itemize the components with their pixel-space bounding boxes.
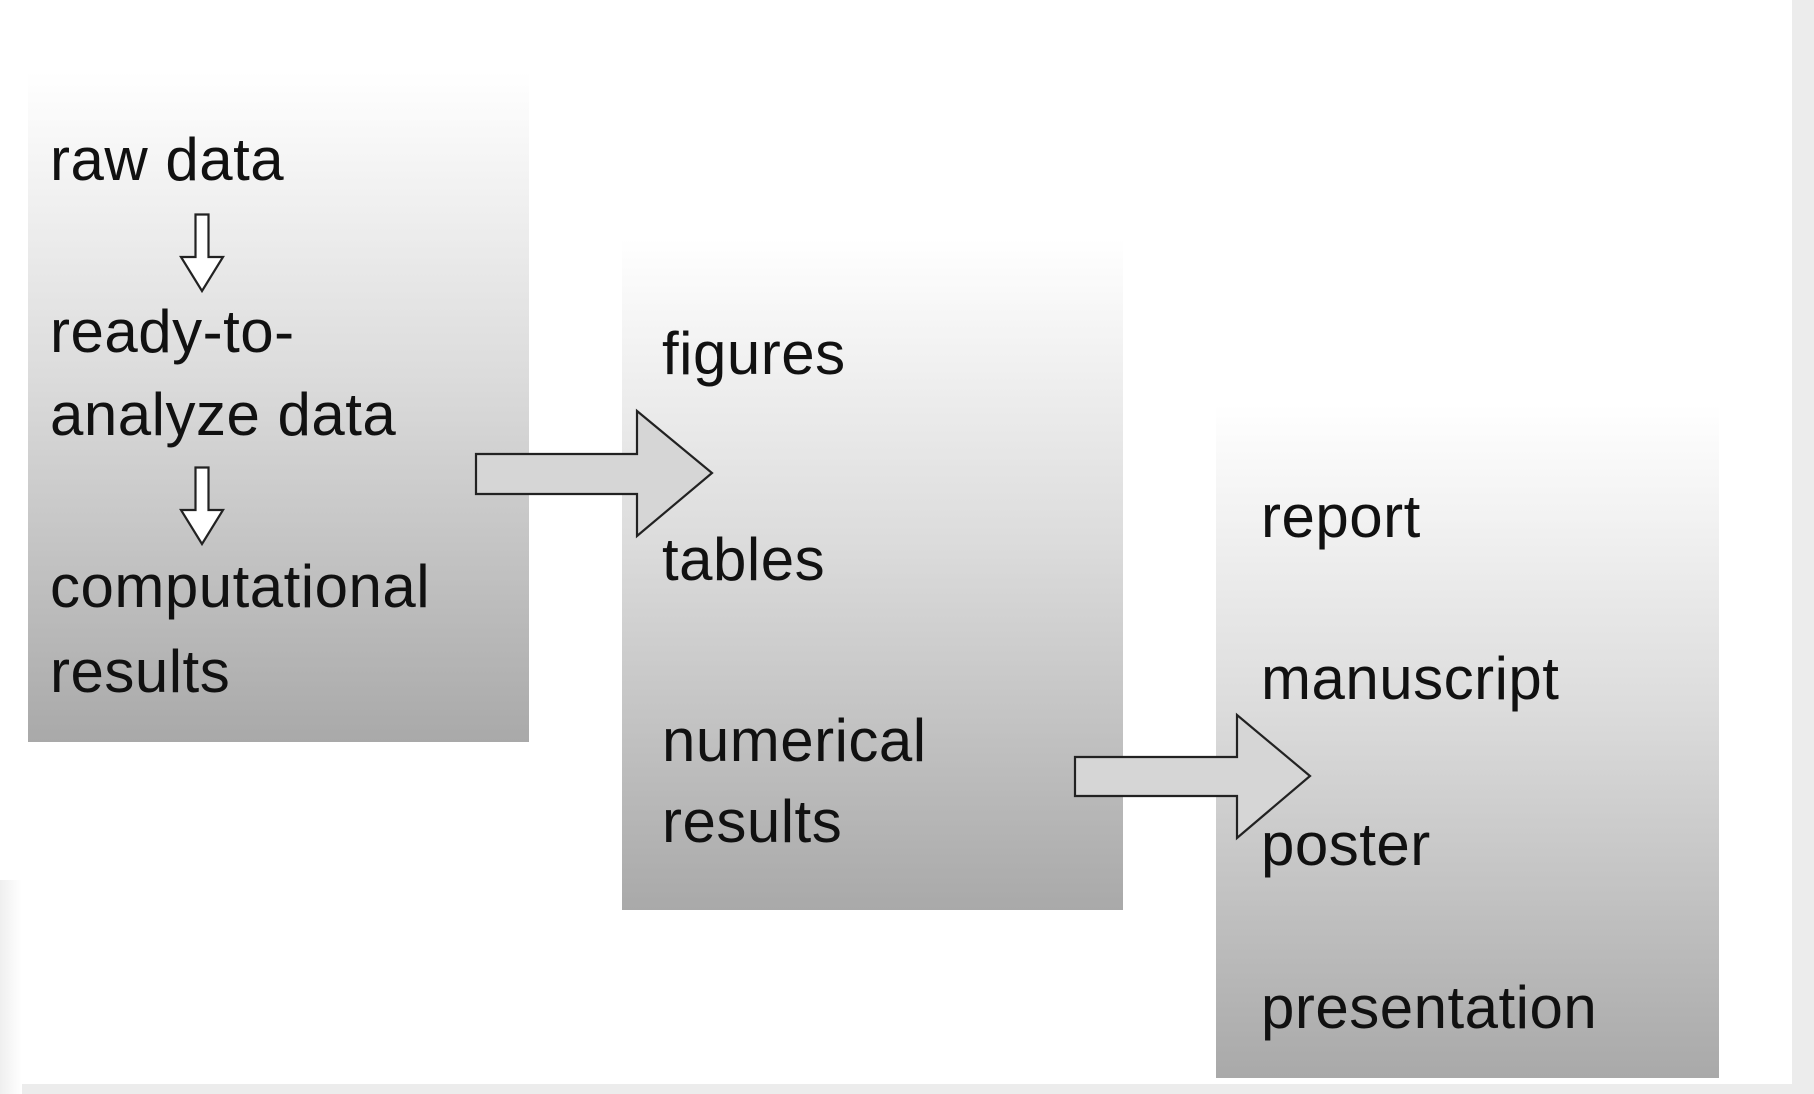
- label-analyze-data: analyze data: [50, 381, 397, 448]
- label-ready-to: ready-to-: [50, 298, 295, 365]
- window-frame-right: [1792, 0, 1814, 1094]
- label-raw-data: raw data: [50, 126, 285, 193]
- label-manuscript: manuscript: [1261, 645, 1560, 712]
- down-arrow-icon-2: [179, 466, 225, 547]
- window-frame-bottom: [0, 1084, 1814, 1094]
- label-results-2: results: [662, 788, 843, 855]
- window-frame-left-shadow: [0, 880, 22, 1094]
- label-poster: poster: [1261, 811, 1431, 878]
- label-report: report: [1261, 483, 1421, 550]
- label-results-1: results: [50, 638, 231, 705]
- label-tables: tables: [662, 526, 826, 593]
- label-presentation: presentation: [1261, 974, 1598, 1041]
- stage-2-outputs-box: [622, 238, 1123, 910]
- label-figures: figures: [662, 320, 846, 387]
- stage-3-products-box: [1216, 404, 1719, 1078]
- down-arrow-icon-1: [179, 213, 225, 294]
- label-numerical: numerical: [662, 707, 927, 774]
- label-computational: computational: [50, 553, 431, 620]
- stage-1-data-box: [28, 72, 529, 742]
